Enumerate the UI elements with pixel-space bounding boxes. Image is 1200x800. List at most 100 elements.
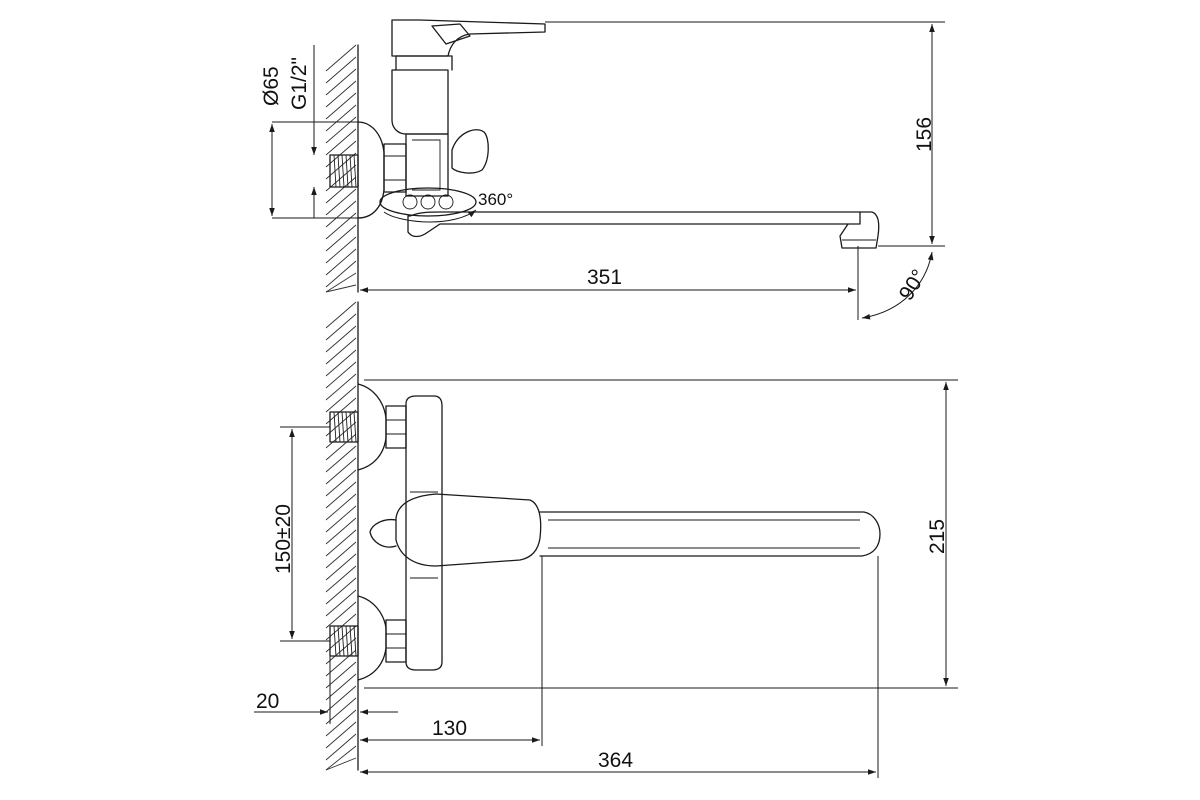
- wall-offset-label: 20: [256, 690, 279, 713]
- hatch-line: [325, 236, 357, 264]
- hatch-line: [325, 721, 357, 749]
- thread-line: [333, 154, 337, 188]
- thread-line: [353, 625, 357, 657]
- thread-line: [345, 411, 349, 443]
- thread-line: [353, 154, 357, 188]
- thread-line: [345, 154, 349, 188]
- handle-cap: [369, 518, 397, 548]
- hatch-line: [325, 337, 357, 365]
- side-view-dimensions: Ø65 G1/2" 156 351 360° 90°: [260, 21, 945, 320]
- hatch-line: [325, 212, 357, 240]
- hatch-line: [325, 661, 357, 689]
- hatch-line: [325, 188, 357, 216]
- hatch-line: [325, 709, 357, 737]
- upper-wall-flange: [357, 383, 387, 471]
- hatch-line: [325, 44, 357, 72]
- hatch-line: [325, 445, 357, 473]
- hatch-line: [325, 517, 357, 545]
- thread-line: [353, 411, 357, 443]
- lower-hex-nut: [385, 619, 407, 663]
- hatch-line: [325, 649, 357, 677]
- hatch-line: [325, 433, 357, 461]
- lever-handle: [391, 19, 546, 57]
- hatch-line: [325, 733, 357, 761]
- wall-hatching-top: [325, 44, 357, 293]
- hatch-line: [325, 685, 357, 713]
- hatch-line: [325, 224, 357, 252]
- upper-hex-nut: [385, 405, 407, 449]
- swivel-rotation-label: 360°: [478, 190, 513, 209]
- hatch-line: [325, 409, 357, 437]
- thread-line: [341, 154, 345, 188]
- hatch-line: [325, 361, 357, 389]
- wall: [325, 44, 359, 771]
- hatch-line: [325, 260, 357, 288]
- diverter-knob: [451, 129, 489, 174]
- swivel-ring: [379, 187, 477, 217]
- center-distance-label: 150±20: [272, 504, 295, 574]
- hatch-line: [325, 565, 357, 593]
- side-view-height-label: 156: [913, 117, 936, 152]
- cartridge-housing: [391, 69, 449, 135]
- hatch-line: [325, 140, 357, 168]
- hatch-line: [325, 493, 357, 521]
- total-length-label: 364: [598, 749, 633, 772]
- thread-line: [337, 154, 341, 188]
- thread-line: [341, 411, 345, 443]
- hatch-line: [325, 373, 357, 401]
- thread-line: [337, 625, 341, 657]
- hatch-line: [325, 68, 357, 96]
- thread-line: [341, 625, 345, 657]
- hatch-line: [325, 673, 357, 701]
- hatch-line: [325, 325, 357, 353]
- front-view-height-label: 215: [926, 519, 949, 554]
- wall-hatching-bottom: [325, 301, 357, 771]
- mixer-body-front: [405, 395, 443, 671]
- front-view-faucet: [329, 383, 881, 681]
- hatch-line: [325, 248, 357, 276]
- hatch-line: [325, 589, 357, 617]
- hex-nut: [383, 143, 407, 193]
- hatch-line: [325, 505, 357, 533]
- lever-handle-front: [395, 493, 542, 567]
- hatch-line: [325, 284, 357, 293]
- hatch-line: [325, 349, 357, 377]
- hatch-line: [325, 529, 357, 557]
- spout-length-label: 351: [587, 266, 622, 289]
- hatch-line: [325, 625, 357, 653]
- hatch-line: [325, 176, 357, 204]
- hatch-line: [325, 385, 357, 413]
- spout-front: [539, 511, 881, 557]
- hatch-line: [325, 272, 357, 293]
- body-projection-label: 130: [432, 717, 467, 740]
- hatch-line: [325, 757, 357, 771]
- lower-wall-flange: [357, 595, 387, 681]
- hatch-line: [325, 128, 357, 156]
- hatch-line: [325, 601, 357, 629]
- hatch-line: [325, 553, 357, 581]
- spout: [407, 211, 861, 238]
- hatch-line: [325, 80, 357, 108]
- hatch-line: [325, 56, 357, 84]
- hatch-line: [325, 92, 357, 120]
- hatch-line: [325, 469, 357, 497]
- thread-line: [333, 411, 337, 443]
- hatch-line: [325, 200, 357, 228]
- hatch-line: [325, 613, 357, 641]
- thread-size-label: G1/2": [288, 57, 311, 110]
- front-view-dimensions: 215 150±20 20 130 364: [254, 379, 958, 778]
- side-view-faucet: [329, 19, 880, 249]
- hatch-line: [325, 313, 357, 341]
- hatch-line: [325, 152, 357, 180]
- hatch-line: [325, 541, 357, 569]
- hatch-line: [325, 116, 357, 144]
- hatch-line: [325, 457, 357, 485]
- thread-line: [345, 625, 349, 657]
- thread-line: [349, 154, 353, 188]
- hatch-line: [325, 104, 357, 132]
- thread-line: [349, 411, 353, 443]
- hatch-line: [325, 481, 357, 509]
- hatch-line: [325, 697, 357, 725]
- mixer-body: [405, 133, 449, 197]
- hatch-line: [325, 577, 357, 605]
